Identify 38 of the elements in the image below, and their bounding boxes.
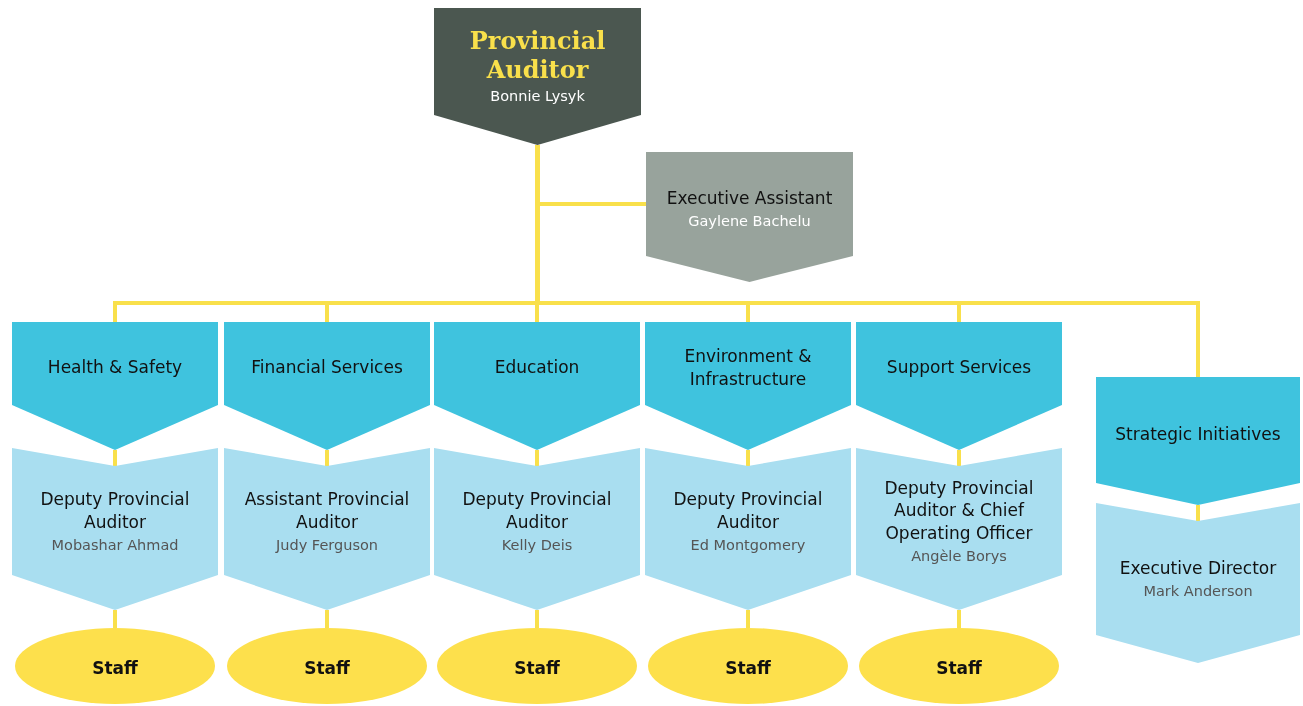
connector-line: [746, 610, 750, 628]
role-title: Executive Director: [1119, 556, 1277, 580]
connector-line: [325, 450, 329, 466]
person-name: Ed Montgomery: [690, 536, 806, 553]
staff-label: Staff: [514, 656, 560, 680]
person-name: Gaylene Bachelu: [688, 213, 811, 230]
connector-line: [535, 450, 539, 466]
staff-label: Staff: [725, 656, 771, 680]
role-title: Financial Services: [251, 356, 403, 379]
role-title: Deputy Provincial Auditor & Chief Operating Officer: [883, 477, 1035, 544]
role-title: Environment & Infrastructure: [683, 345, 813, 390]
connector-line: [113, 610, 117, 628]
connector-line: [746, 450, 750, 466]
role-title: Deputy Provincial Auditor: [672, 488, 824, 533]
role-title: Assistant Provincial Auditor: [243, 488, 411, 533]
role-title: Support Services: [886, 356, 1032, 379]
staff-label: Staff: [92, 656, 138, 680]
connector-line: [535, 610, 539, 628]
connector-line: [113, 450, 117, 466]
connector-line: [957, 450, 961, 466]
role-title: Provincial Auditor: [468, 26, 607, 85]
staff-label: Staff: [304, 656, 350, 680]
role-title: Deputy Provincial Auditor: [461, 488, 613, 533]
connector-line: [957, 610, 961, 628]
role-title: Strategic Initiatives: [1115, 422, 1281, 446]
role-title: Health & Safety: [47, 356, 183, 379]
connector-line: [1196, 505, 1200, 521]
staff-label: Staff: [936, 656, 982, 680]
role-title: Deputy Provincial Auditor: [39, 488, 191, 533]
person-name: Judy Ferguson: [275, 536, 378, 553]
role-title: Education: [494, 356, 580, 379]
person-name: Mark Anderson: [1143, 583, 1253, 600]
person-name: Bonnie Lysyk: [490, 88, 585, 105]
person-name: Angèle Borys: [911, 547, 1007, 564]
person-name: Kelly Deis: [501, 536, 573, 553]
connector-line: [325, 610, 329, 628]
role-title: Executive Assistant: [666, 186, 833, 210]
person-name: Mobashar Ahmad: [51, 536, 179, 553]
